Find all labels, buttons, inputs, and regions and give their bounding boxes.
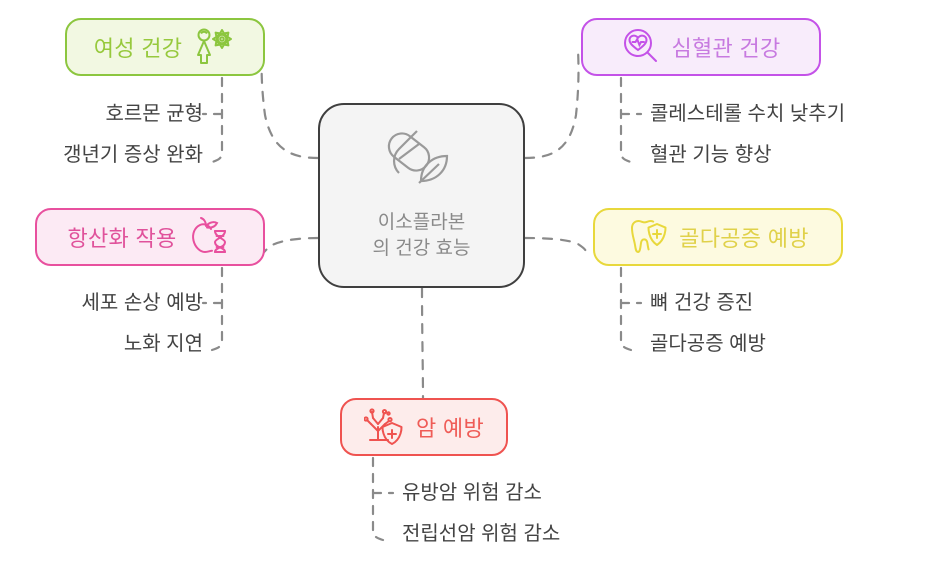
subitem-lower-cholesterol: 콜레스테롤 수치 낮추기 [650, 103, 846, 125]
branch-node-womens-health[interactable]: 여성 건강 [65, 18, 265, 76]
branch-label-cancer-prevention: 암 예방 [415, 416, 485, 441]
apple-dna-icon [187, 216, 233, 258]
subitem-menopause-relief: 갱년기 증상 완화 [63, 144, 203, 166]
subitem-aging-delay: 노화 지연 [123, 333, 203, 355]
subitem-bone-health: 뼈 건강 증진 [650, 292, 754, 314]
branch-label-womens-health: 여성 건강 [93, 36, 183, 61]
subitem-vascular-function: 혈관 기능 향상 [650, 144, 772, 166]
branch-node-osteoporosis-prevention[interactable]: 골다공증 예방 [593, 208, 843, 266]
center-node[interactable]: 이소플라본 의 건강 효능 [318, 103, 525, 288]
heart-magnifier-icon [621, 27, 661, 67]
branch-node-antioxidant-action[interactable]: 항산화 작용 [35, 208, 265, 266]
pill-leaf-icon [379, 129, 465, 200]
branch-node-cancer-prevention[interactable]: 암 예방 [340, 398, 508, 456]
subitem-hormone-balance: 호르몬 균형 [105, 103, 203, 125]
tooth-shield-icon [627, 217, 669, 257]
woman-gear-icon [192, 27, 236, 67]
center-label: 이소플라본 의 건강 효능 [373, 210, 471, 261]
cell-shield-icon [363, 407, 406, 447]
subitem-breast-cancer-risk: 유방암 위험 감소 [402, 482, 542, 504]
subitem-prostate-cancer-risk: 전립선암 위험 감소 [402, 523, 561, 545]
subitem-cell-damage-prevention: 세포 손상 예방 [81, 292, 203, 314]
center-label-line2: 의 건강 효능 [372, 238, 471, 259]
subitem-osteoporosis-prevention: 골다공증 예방 [650, 333, 766, 355]
branch-node-cardiovascular-health[interactable]: 심혈관 건강 [581, 18, 821, 76]
branch-label-osteoporosis-prevention: 골다공증 예방 [679, 226, 809, 251]
branch-label-cardiovascular-health: 심혈관 건강 [671, 36, 781, 61]
center-label-line1: 이소플라본 [377, 212, 466, 234]
branch-label-antioxidant-action: 항산화 작용 [67, 226, 177, 251]
